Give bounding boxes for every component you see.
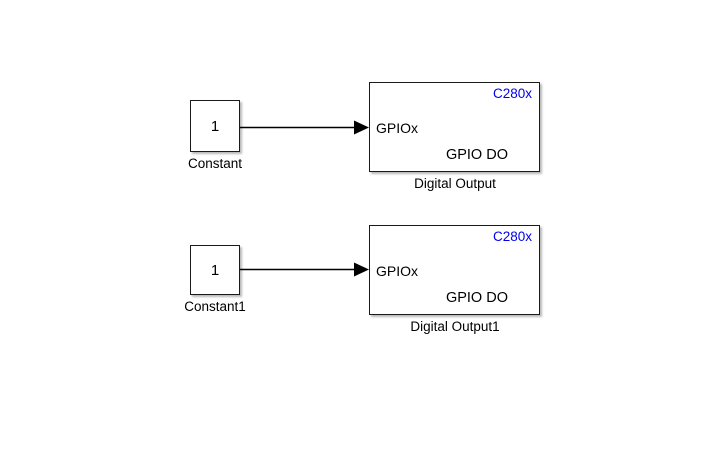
- digital-output-block[interactable]: C280x GPIOx GPIO DO: [369, 82, 540, 172]
- gpio-input-port-label: GPIOx: [376, 263, 419, 279]
- gpio-do-footer-label: GPIO DO: [445, 147, 508, 164]
- constant1-block-caption: Constant1: [184, 299, 246, 314]
- constant1-value-label: 1: [210, 261, 220, 279]
- digital-output1-block[interactable]: C280x GPIOx GPIO DO: [369, 225, 540, 315]
- device-family-tag: C280x: [492, 229, 532, 244]
- signal-line-constant1-to-digital-output1[interactable]: [240, 260, 372, 280]
- digital-output1-block-caption: Digital Output1: [410, 319, 500, 334]
- signal-arrowhead: [354, 120, 369, 135]
- gpio-input-port-label: GPIOx: [376, 120, 419, 136]
- constant-block[interactable]: 1: [190, 100, 240, 152]
- constant1-block[interactable]: 1: [190, 245, 240, 295]
- device-family-tag: C280x: [492, 86, 532, 101]
- digital-output-block-caption: Digital Output: [414, 176, 496, 191]
- gpio-do-footer-label: GPIO DO: [445, 290, 508, 307]
- constant-value-label: 1: [210, 117, 220, 135]
- signal-line-constant-to-digital-output[interactable]: [240, 118, 372, 138]
- signal-arrowhead: [354, 262, 369, 277]
- constant-block-caption: Constant: [187, 156, 243, 171]
